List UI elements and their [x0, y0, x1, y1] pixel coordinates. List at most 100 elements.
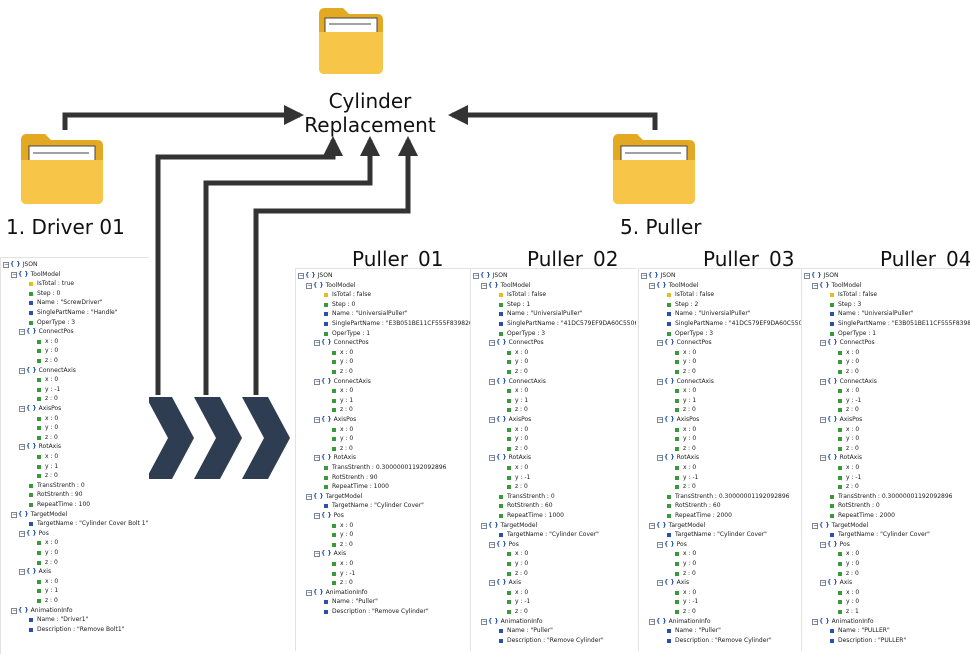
- tree-object-node[interactable]: −{ }AxisPos: [820, 415, 862, 425]
- tree-object-node[interactable]: −{ }ConnectPos: [314, 338, 369, 348]
- collapse-toggle-icon[interactable]: −: [820, 540, 827, 548]
- tree-object-node[interactable]: −{ }JSON: [473, 271, 507, 281]
- collapse-toggle-icon[interactable]: −: [489, 540, 496, 548]
- collapse-toggle-icon[interactable]: −: [649, 281, 656, 289]
- collapse-toggle-icon[interactable]: −: [820, 339, 827, 347]
- tree-object-node[interactable]: −{ }AxisPos: [657, 415, 699, 425]
- tree-object-node[interactable]: −{ }ConnectPos: [657, 338, 712, 348]
- tree-object-node[interactable]: −{ }Pos: [19, 529, 49, 539]
- collapse-toggle-icon[interactable]: −: [314, 454, 321, 462]
- tree-object-node[interactable]: −{ }ConnectAxis: [489, 377, 546, 387]
- tree-object-node[interactable]: −{ }AnimationInfo: [11, 606, 73, 616]
- tree-object-node[interactable]: −{ }JSON: [298, 271, 332, 281]
- tree-object-node[interactable]: −{ }ConnectAxis: [314, 377, 371, 387]
- collapse-toggle-icon[interactable]: −: [489, 416, 496, 423]
- collapse-toggle-icon[interactable]: −: [812, 281, 819, 289]
- collapse-toggle-icon[interactable]: −: [19, 405, 26, 412]
- collapse-toggle-icon[interactable]: −: [314, 377, 321, 385]
- tree-object-node[interactable]: −{ }JSON: [3, 260, 37, 270]
- tree-object-node[interactable]: −{ }AxisPos: [314, 415, 356, 425]
- tree-object-node[interactable]: −{ }ConnectAxis: [657, 377, 714, 387]
- collapse-toggle-icon[interactable]: −: [306, 281, 313, 289]
- collapse-toggle-icon[interactable]: −: [649, 521, 656, 529]
- collapse-toggle-icon[interactable]: −: [657, 540, 664, 548]
- collapse-toggle-icon[interactable]: −: [314, 339, 321, 347]
- tree-object-node[interactable]: −{ }AnimationInfo: [481, 617, 543, 627]
- collapse-toggle-icon[interactable]: −: [19, 328, 26, 336]
- tree-object-node[interactable]: −{ }TargetModel: [812, 521, 868, 531]
- collapse-toggle-icon[interactable]: −: [19, 443, 26, 451]
- tree-object-node[interactable]: −{ }ConnectAxis: [820, 377, 877, 387]
- collapse-toggle-icon[interactable]: −: [804, 272, 811, 279]
- tree-object-node[interactable]: −{ }AnimationInfo: [306, 588, 368, 598]
- tree-object-node[interactable]: −{ }ToolModel: [481, 281, 530, 291]
- collapse-toggle-icon[interactable]: −: [489, 339, 496, 347]
- collapse-toggle-icon[interactable]: −: [657, 377, 664, 385]
- collapse-toggle-icon[interactable]: −: [19, 529, 26, 537]
- tree-object-node[interactable]: −{ }ToolModel: [812, 281, 861, 291]
- tree-object-node[interactable]: −{ }ToolModel: [306, 281, 355, 291]
- collapse-toggle-icon[interactable]: −: [657, 416, 664, 423]
- tree-object-node[interactable]: −{ }Axis: [489, 578, 521, 588]
- collapse-toggle-icon[interactable]: −: [481, 281, 488, 289]
- tree-object-node[interactable]: −{ }JSON: [804, 271, 838, 281]
- collapse-toggle-icon[interactable]: −: [314, 550, 321, 558]
- tree-object-node[interactable]: −{ }TargetModel: [306, 492, 362, 502]
- tree-object-node[interactable]: −{ }Axis: [820, 578, 852, 588]
- tree-object-node[interactable]: −{ }TargetModel: [481, 521, 537, 531]
- tree-object-node[interactable]: −{ }RotAxis: [19, 442, 61, 452]
- collapse-toggle-icon[interactable]: −: [314, 512, 321, 519]
- tree-object-node[interactable]: −{ }Axis: [314, 549, 346, 559]
- collapse-toggle-icon[interactable]: −: [812, 617, 819, 625]
- tree-object-node[interactable]: −{ }AxisPos: [19, 404, 61, 414]
- collapse-toggle-icon[interactable]: −: [11, 606, 18, 614]
- collapse-toggle-icon[interactable]: −: [11, 510, 18, 518]
- collapse-toggle-icon[interactable]: −: [306, 492, 313, 500]
- tree-object-node[interactable]: −{ }ConnectAxis: [19, 366, 76, 376]
- collapse-toggle-icon[interactable]: −: [657, 454, 664, 462]
- collapse-toggle-icon[interactable]: −: [812, 521, 819, 529]
- collapse-toggle-icon[interactable]: −: [306, 588, 313, 596]
- collapse-toggle-icon[interactable]: −: [489, 579, 496, 587]
- tree-object-node[interactable]: −{ }RotAxis: [657, 453, 699, 463]
- tree-object-node[interactable]: −{ }Pos: [820, 540, 850, 550]
- tree-object-node[interactable]: −{ }Pos: [314, 511, 344, 521]
- tree-object-node[interactable]: −{ }AxisPos: [489, 415, 531, 425]
- tree-object-node[interactable]: −{ }ToolModel: [11, 270, 60, 280]
- tree-object-node[interactable]: −{ }JSON: [641, 271, 675, 281]
- collapse-toggle-icon[interactable]: −: [657, 579, 664, 587]
- tree-object-node[interactable]: −{ }RotAxis: [489, 453, 531, 463]
- collapse-toggle-icon[interactable]: −: [11, 270, 18, 278]
- tree-object-node[interactable]: −{ }ToolModel: [649, 281, 698, 291]
- collapse-toggle-icon[interactable]: −: [820, 377, 827, 385]
- tree-object-node[interactable]: −{ }TargetModel: [11, 510, 67, 520]
- tree-object-node[interactable]: −{ }Pos: [657, 540, 687, 550]
- tree-object-node[interactable]: −{ }Axis: [19, 567, 51, 577]
- puller-folder-icon[interactable]: [613, 134, 695, 204]
- collapse-toggle-icon[interactable]: −: [314, 416, 321, 423]
- tree-object-node[interactable]: −{ }ConnectPos: [820, 338, 875, 348]
- collapse-toggle-icon[interactable]: −: [820, 454, 827, 462]
- collapse-toggle-icon[interactable]: −: [657, 339, 664, 347]
- collapse-toggle-icon[interactable]: −: [3, 261, 10, 268]
- tree-object-node[interactable]: −{ }RotAxis: [820, 453, 862, 463]
- tree-object-node[interactable]: −{ }RotAxis: [314, 453, 356, 463]
- tree-object-node[interactable]: −{ }AnimationInfo: [649, 617, 711, 627]
- collapse-toggle-icon[interactable]: −: [473, 272, 480, 279]
- collapse-toggle-icon[interactable]: −: [820, 416, 827, 423]
- collapse-toggle-icon[interactable]: −: [298, 272, 305, 279]
- center-folder-icon[interactable]: [319, 8, 383, 74]
- collapse-toggle-icon[interactable]: −: [489, 377, 496, 385]
- collapse-toggle-icon[interactable]: −: [489, 454, 496, 462]
- tree-object-node[interactable]: −{ }TargetModel: [649, 521, 705, 531]
- collapse-toggle-icon[interactable]: −: [19, 568, 26, 576]
- collapse-toggle-icon[interactable]: −: [481, 617, 488, 625]
- tree-object-node[interactable]: −{ }Axis: [657, 578, 689, 588]
- driver-folder-icon[interactable]: [21, 134, 103, 204]
- collapse-toggle-icon[interactable]: −: [481, 521, 488, 529]
